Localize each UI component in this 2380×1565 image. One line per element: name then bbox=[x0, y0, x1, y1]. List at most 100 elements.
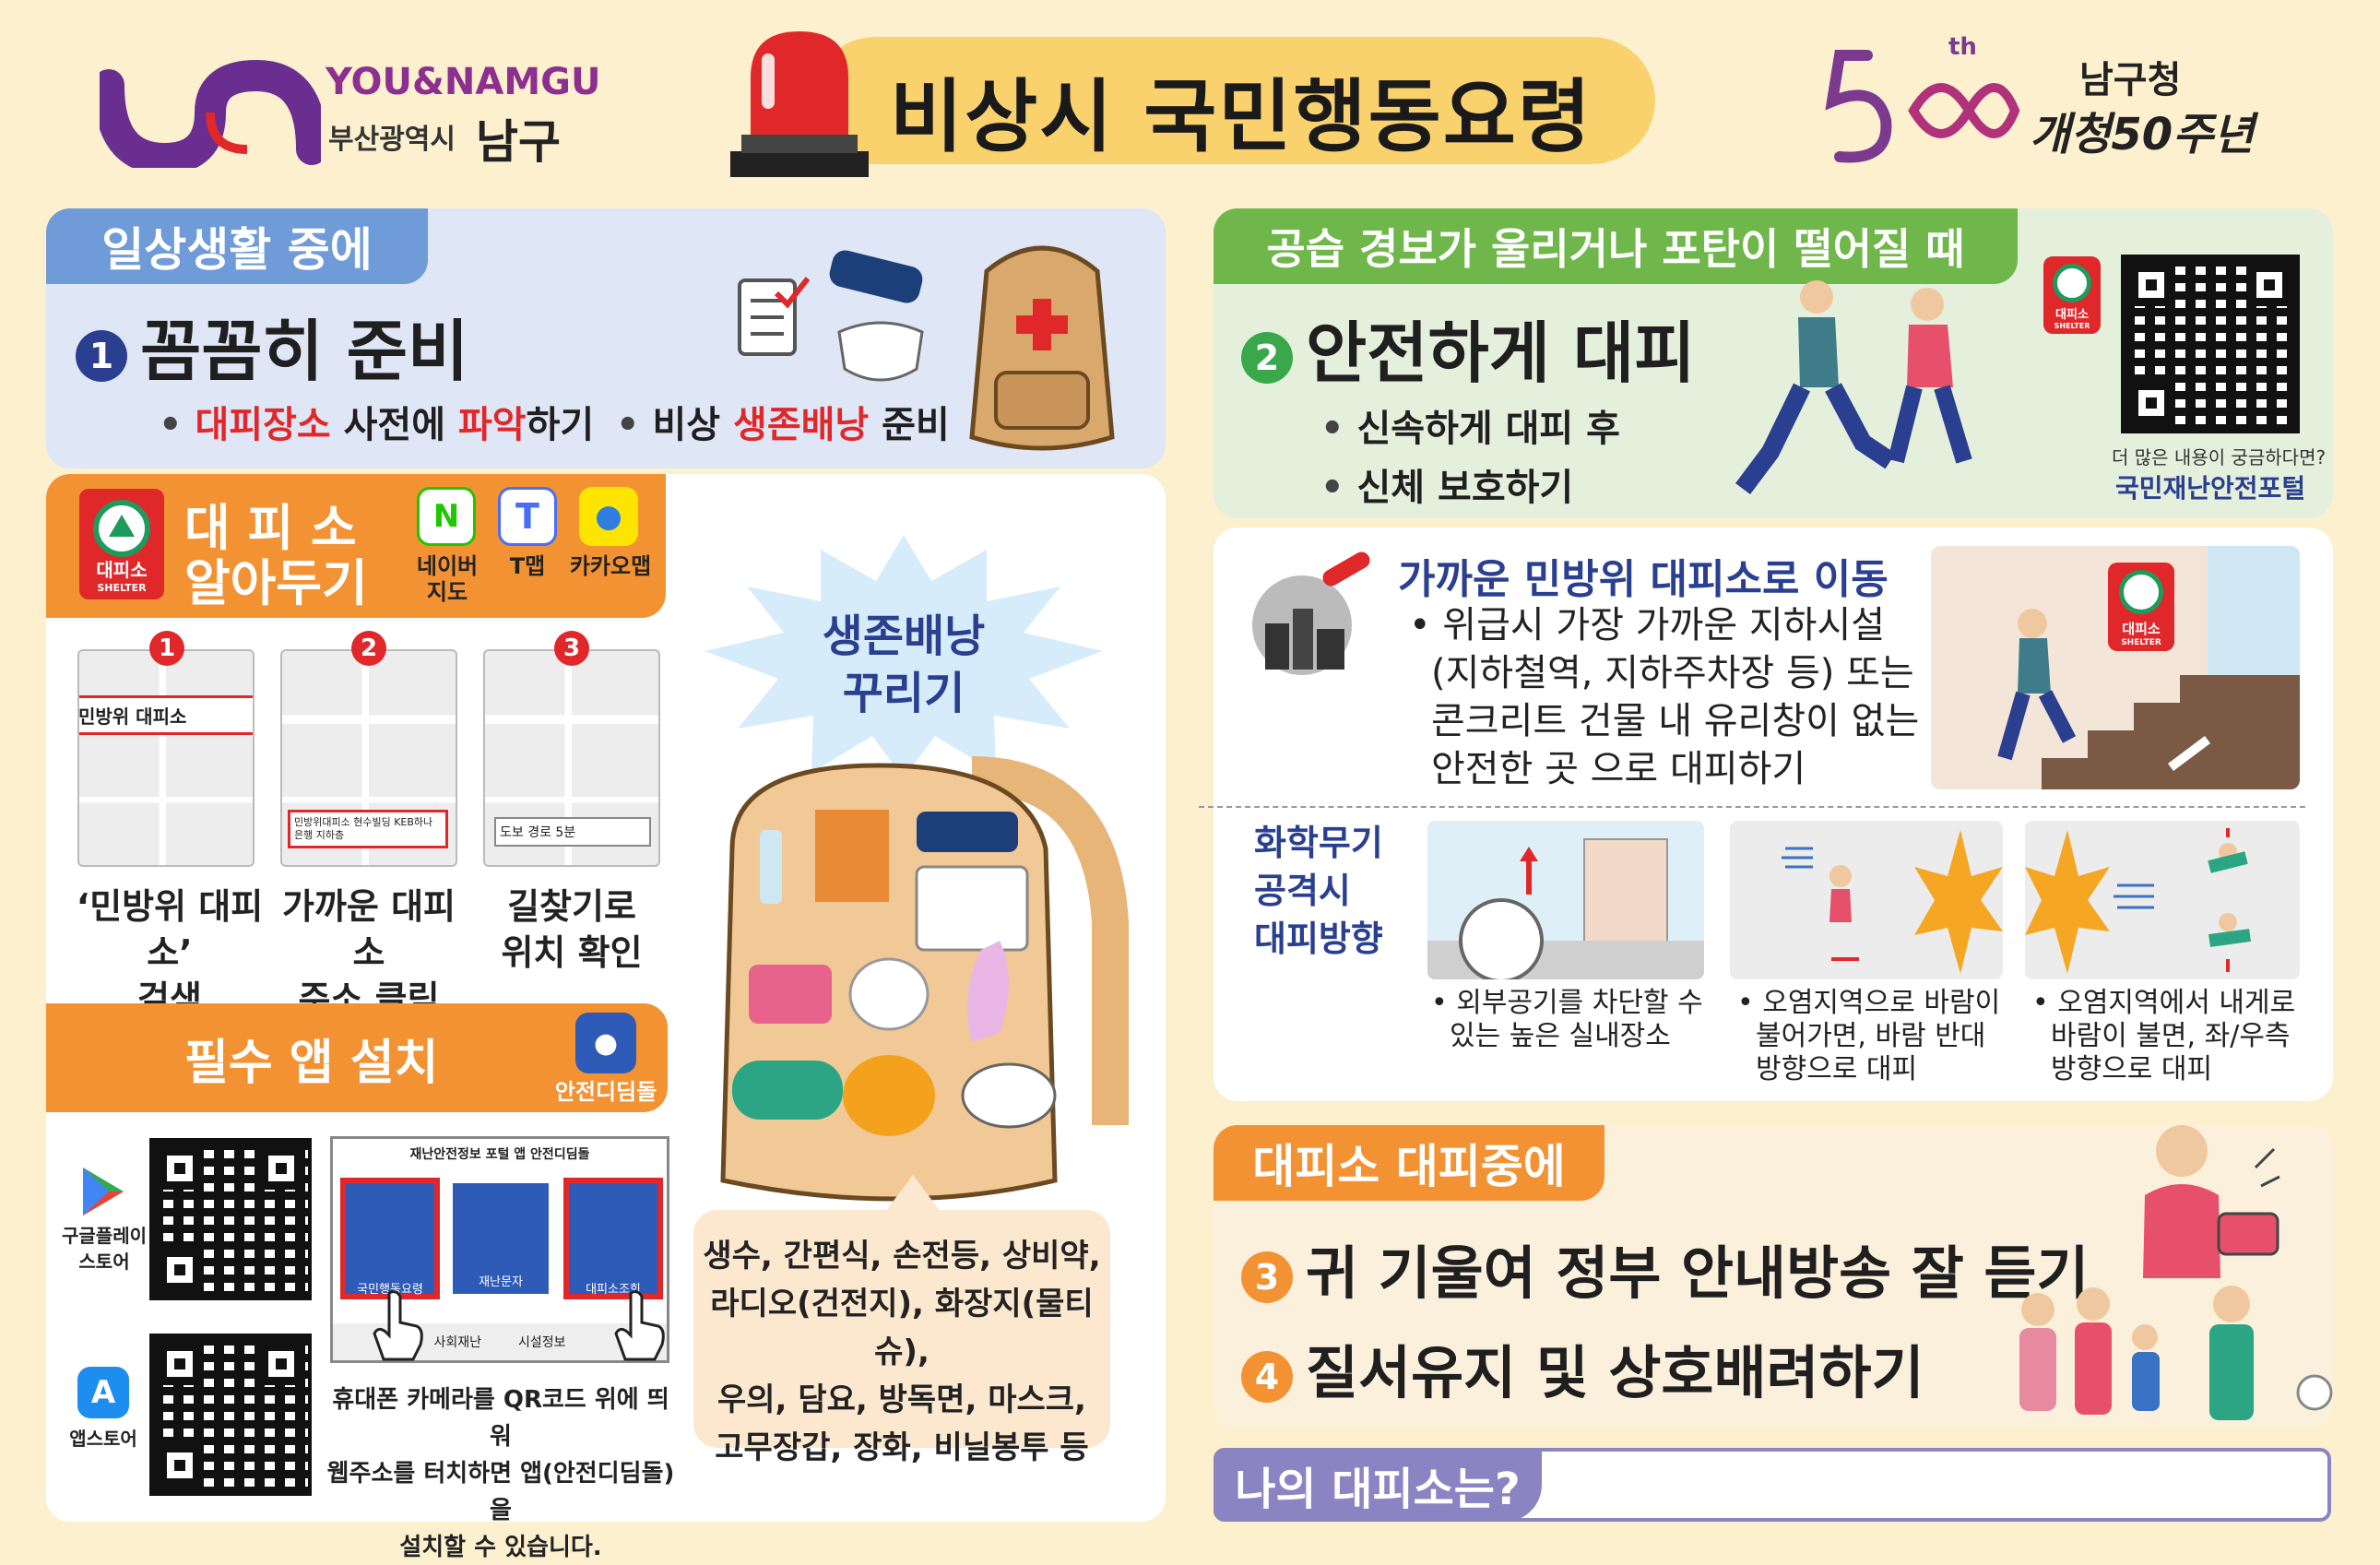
in-shelter-num-3: 3 bbox=[1241, 1251, 1293, 1303]
app-store-qr[interactable] bbox=[149, 1334, 312, 1496]
logo-brand: YOU&NAMGU bbox=[326, 61, 601, 103]
step-3-caption: 길찾기로 위치 확인 bbox=[501, 886, 643, 973]
phone-screen: 재난안전정보 포털 앱 안전디딤돌 국민행동요령 재난문자 대피소조회 사회재난… bbox=[330, 1136, 669, 1363]
chemical-title: 화학무기 공격시 대피방향 bbox=[1254, 823, 1383, 959]
step-2-num: 2 bbox=[351, 631, 386, 666]
chemical-case-2-text: • 오염지역으로 바람이 불어가면, 바람 반대 방향으로 대피 bbox=[1737, 987, 2001, 1085]
move-title: 가까운 민방위 대피소로 이동 bbox=[1398, 556, 1889, 603]
chemical-case-1-image bbox=[1427, 821, 1704, 979]
shelter-info-title-1: 대 피 소 bbox=[184, 499, 357, 557]
shelter-badge: 대피소 SHELTER bbox=[79, 489, 164, 599]
logo-city: 부산광역시 bbox=[328, 124, 456, 156]
hand-pointer-icon-2 bbox=[614, 1290, 665, 1361]
in-shelter-tab: 대피소 대피중에 bbox=[1214, 1125, 1604, 1201]
step-2-map-tag: 민방위대피소 현수빌딩 KEB하나은행 지하층 bbox=[288, 810, 448, 848]
stairs-illustration: 대피소 SHELTER bbox=[1931, 546, 2300, 789]
daily-tab: 일상생활 중에 bbox=[46, 208, 428, 284]
anniversary-50-icon bbox=[1825, 50, 2020, 163]
app-store-label: 앱스토어 bbox=[69, 1428, 137, 1450]
wind-away-icon bbox=[1782, 830, 2003, 974]
mask-icon bbox=[837, 321, 924, 382]
air-raid-shelter-badge: 대피소 SHELTER bbox=[2043, 256, 2101, 334]
my-shelter-label: 나의 대피소는? bbox=[1214, 1448, 1542, 1522]
anniversary-th: th bbox=[1948, 33, 1977, 61]
step-3-map: 도보 경로 5분 bbox=[483, 649, 660, 867]
chemical-case-1-text: • 외부공기를 차단할 수 있는 높은 실내장소 bbox=[1431, 987, 1703, 1052]
google-play-label: 구글플레이 스토어 bbox=[62, 1225, 147, 1273]
daily-heading-text: 꼼꼼히 준비 bbox=[140, 313, 469, 390]
burst-title-1: 생존배낭 bbox=[822, 611, 986, 662]
air-raid-num-badge: 2 bbox=[1241, 332, 1293, 385]
step-1-map: 민방위 대피소 bbox=[77, 649, 255, 867]
app-store-icon[interactable]: A bbox=[77, 1367, 129, 1418]
air-raid-bullet-1: 신속하게 대피 후 bbox=[1320, 398, 1620, 452]
step-1-map-tag: 민방위 대피소 bbox=[79, 695, 253, 735]
phone-btn-2[interactable]: 재난문자 bbox=[453, 1183, 549, 1294]
portal-link[interactable]: 국민재난안전포털 bbox=[2115, 473, 2306, 504]
tall-building-icon bbox=[1427, 838, 1704, 979]
kakao-map-icon[interactable]: ● bbox=[579, 487, 638, 546]
people-group-icon bbox=[2019, 1286, 2333, 1420]
step-1-num: 1 bbox=[149, 631, 184, 666]
step-3-map-tag: 도보 경로 5분 bbox=[494, 817, 651, 847]
checklist-icon bbox=[738, 277, 810, 356]
flashlight-icon bbox=[829, 250, 923, 303]
page-title: 비상시 국민행동요령 bbox=[890, 71, 1593, 163]
logo-district: 남구 bbox=[476, 115, 561, 169]
running-people-icon bbox=[1735, 280, 1972, 494]
apps-install-note: 휴대폰 카메라를 QR코드 위에 띄워 웹주소를 터치하면 앱(안전디딤돌)을 … bbox=[326, 1386, 675, 1561]
phone-header: 재난안전정보 포털 앱 안전디딤돌 bbox=[409, 1147, 590, 1162]
daily-num-badge: 1 bbox=[76, 330, 127, 383]
stairs-icon bbox=[1997, 546, 2300, 789]
apps-install-tab: 필수 앱 설치 bbox=[46, 1003, 668, 1112]
step-2-map: 민방위대피소 현수빌딩 KEB하나은행 지하층 bbox=[280, 649, 457, 867]
dashed-divider bbox=[1199, 806, 2305, 808]
hand-pointer-icon bbox=[373, 1290, 423, 1361]
namgu-logo-mark-icon bbox=[100, 59, 321, 168]
portal-qr[interactable] bbox=[2121, 255, 2300, 433]
kakao-map-label: 카카오맵 bbox=[569, 553, 652, 579]
naver-map-label: 네이버 지도 bbox=[416, 553, 479, 605]
move-body: • 위급시 가장 가까운 지하시설 (지하철역, 지하주차장 등) 또는 콘크리… bbox=[1409, 604, 1920, 790]
shelter-info-title-2: 알아두기 bbox=[184, 554, 368, 612]
phone-btn-1[interactable]: 국민행동요령 bbox=[340, 1178, 440, 1299]
city-bomb-icon bbox=[1252, 551, 1370, 675]
my-shelter-field[interactable]: 나의 대피소는? bbox=[1214, 1448, 2331, 1522]
stairs-shelter-badge: 대피소 SHELTER bbox=[2108, 563, 2174, 651]
tmap-icon[interactable]: T bbox=[498, 487, 557, 546]
chemical-case-2-image bbox=[1730, 821, 2003, 979]
daily-bullet-1: 대피장소 사전에 파악하기 bbox=[159, 395, 595, 448]
air-raid-bullet-2: 신체 보호하기 bbox=[1320, 457, 1574, 511]
radio-listener-icon bbox=[2143, 1125, 2280, 1278]
survival-items-box: 생수, 간편식, 손전등, 상비약, 라디오(건전지), 화장지(물티슈), 우… bbox=[693, 1210, 1110, 1466]
burst-shape-icon bbox=[705, 535, 1103, 778]
air-raid-tab: 공습 경보가 울리거나 포탄이 떨어질 때 bbox=[1214, 208, 2018, 284]
chemical-case-3-text: • 오염지역에서 내게로 바람이 불면, 좌/우측 방향으로 대피 bbox=[2032, 987, 2296, 1085]
naver-map-icon[interactable]: N bbox=[417, 487, 476, 546]
wind-sideways-icon bbox=[2025, 828, 2251, 974]
anniversary-line2: 개청50주년 bbox=[2030, 109, 2255, 160]
in-shelter-num-4: 4 bbox=[1241, 1350, 1293, 1403]
daily-bullet-2: 비상 생존배낭 준비 bbox=[616, 395, 950, 448]
tmap-label: T맵 bbox=[509, 553, 546, 579]
survival-backpack-icon bbox=[720, 756, 1129, 1202]
speech-pointer-icon bbox=[885, 1175, 941, 1212]
portal-qr-note: 더 많은 내용이 궁금하다면? bbox=[2112, 446, 2327, 468]
step-1-caption: ‘민방위 대피소’ 검색 bbox=[76, 886, 264, 1019]
step-3-num: 3 bbox=[554, 631, 589, 666]
anniversary-line1: 남구청 bbox=[2079, 59, 2182, 101]
burst-title-2: 꾸리기 bbox=[842, 668, 965, 719]
google-play-icon[interactable] bbox=[77, 1164, 129, 1219]
phone-btn-3[interactable]: 대피소조회 bbox=[563, 1178, 663, 1299]
google-play-qr[interactable] bbox=[149, 1138, 312, 1300]
title-banner bbox=[811, 37, 1655, 164]
siren-icon bbox=[730, 31, 869, 177]
chemical-case-3-image bbox=[2025, 821, 2300, 979]
anniversary-emblem: th 남구청 개청50주년 bbox=[1812, 28, 2273, 175]
safety-app-icon[interactable]: ● bbox=[575, 1013, 636, 1073]
namgu-logo: YOU&NAMGU 부산광역시 남구 bbox=[100, 57, 600, 169]
